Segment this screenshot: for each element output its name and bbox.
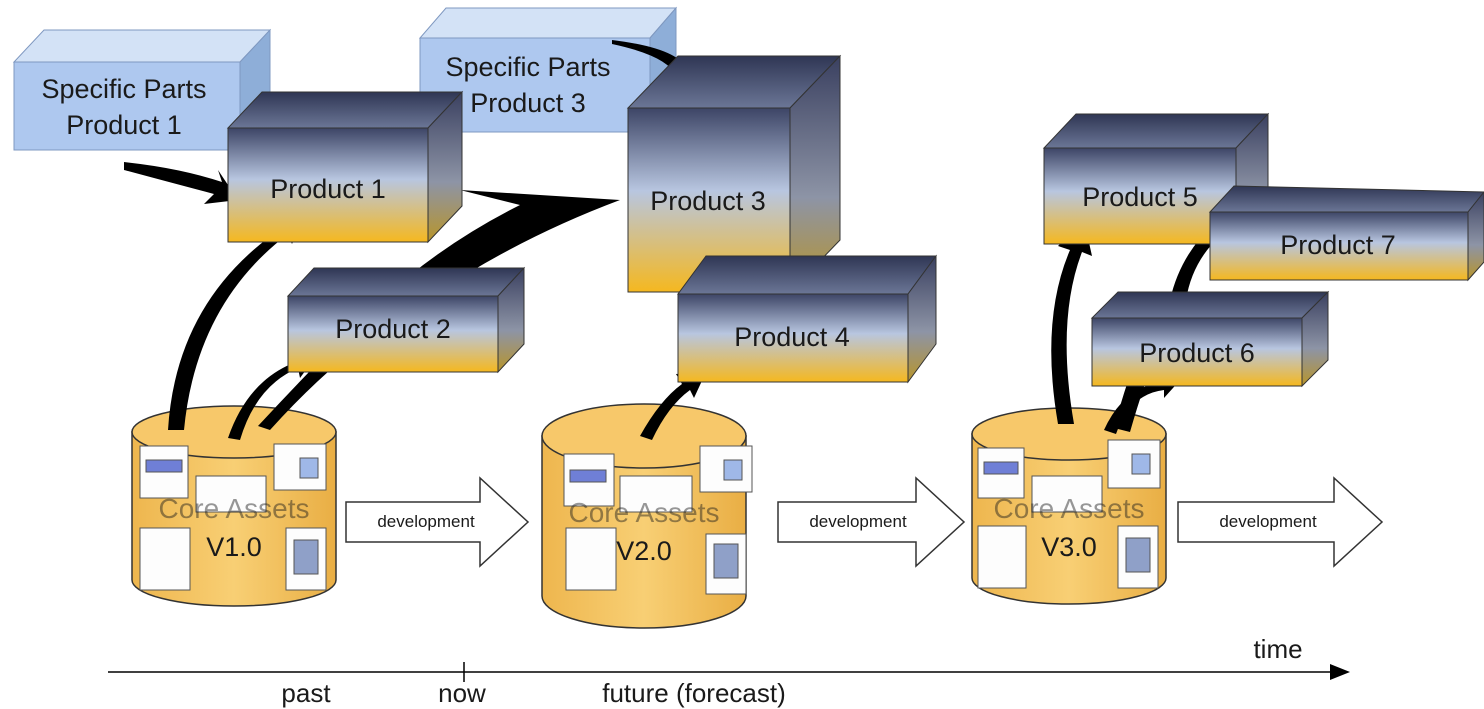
core-assets-version-v2: V2.0 — [616, 536, 672, 566]
specific-parts-3-line1: Specific Parts — [445, 52, 610, 82]
specific-parts-box-1: Specific Parts Product 1 — [12, 28, 272, 152]
core-assets-thumbnails — [977, 439, 1161, 589]
product-4-label: Product 4 — [734, 322, 850, 352]
product-7-label: Product 7 — [1280, 230, 1396, 260]
core-assets-thumbnails — [563, 445, 753, 595]
product-box-7: Product 7 — [1208, 185, 1484, 282]
product-box-2: Product 2 — [286, 266, 526, 374]
now-label: now — [438, 678, 486, 708]
development-arrow-1-label: development — [377, 512, 475, 531]
arrow-v3-to-product5 — [1051, 220, 1092, 424]
arrow-specific1-to-product1 — [124, 162, 238, 204]
arrow-v2-to-product4 — [640, 372, 706, 440]
past-label: past — [281, 678, 331, 708]
core-assets-watermark: Core Assets — [569, 497, 720, 528]
development-arrow-3-label: development — [1219, 512, 1317, 531]
specific-parts-3-line2: Product 3 — [470, 88, 586, 118]
arrow-v3-to-product6 — [1104, 372, 1182, 434]
specific-parts-1-line2: Product 1 — [66, 110, 182, 140]
core-assets-version-v3: V3.0 — [1041, 532, 1097, 562]
development-arrow-2-label: development — [809, 512, 907, 531]
time-axis-label: time — [1253, 634, 1302, 664]
product-1-label: Product 1 — [270, 174, 386, 204]
core-assets-thumbnails — [139, 443, 327, 591]
product-6-label: Product 6 — [1139, 338, 1255, 368]
product-2-label: Product 2 — [335, 314, 451, 344]
core-assets-cylinder-v1: Core Assets V1.0 — [131, 405, 337, 607]
future-label: future (forecast) — [602, 678, 786, 708]
core-assets-cylinder-v3: Core Assets V3.0 — [971, 407, 1167, 605]
core-assets-watermark: Core Assets — [994, 493, 1145, 524]
timeline: time past now future (forecast) — [108, 634, 1350, 708]
product-box-1: Product 1 — [226, 90, 464, 244]
specific-parts-1-line1: Specific Parts — [41, 74, 206, 104]
arrow-v1-to-product1 — [168, 214, 304, 430]
arrow-v1-to-product3 — [258, 190, 620, 430]
product-5-label: Product 5 — [1082, 182, 1198, 212]
product-box-6: Product 6 — [1090, 290, 1330, 388]
development-arrow-1: development — [345, 476, 530, 568]
product-box-4: Product 4 — [677, 254, 937, 384]
core-assets-version-v1: V1.0 — [206, 532, 262, 562]
core-assets-watermark: Core Assets — [159, 493, 310, 524]
time-axis-arrowhead — [1330, 664, 1350, 680]
product-3-label: Product 3 — [650, 186, 766, 216]
development-arrow-3: development — [1177, 476, 1384, 568]
development-arrow-2: development — [777, 476, 966, 568]
